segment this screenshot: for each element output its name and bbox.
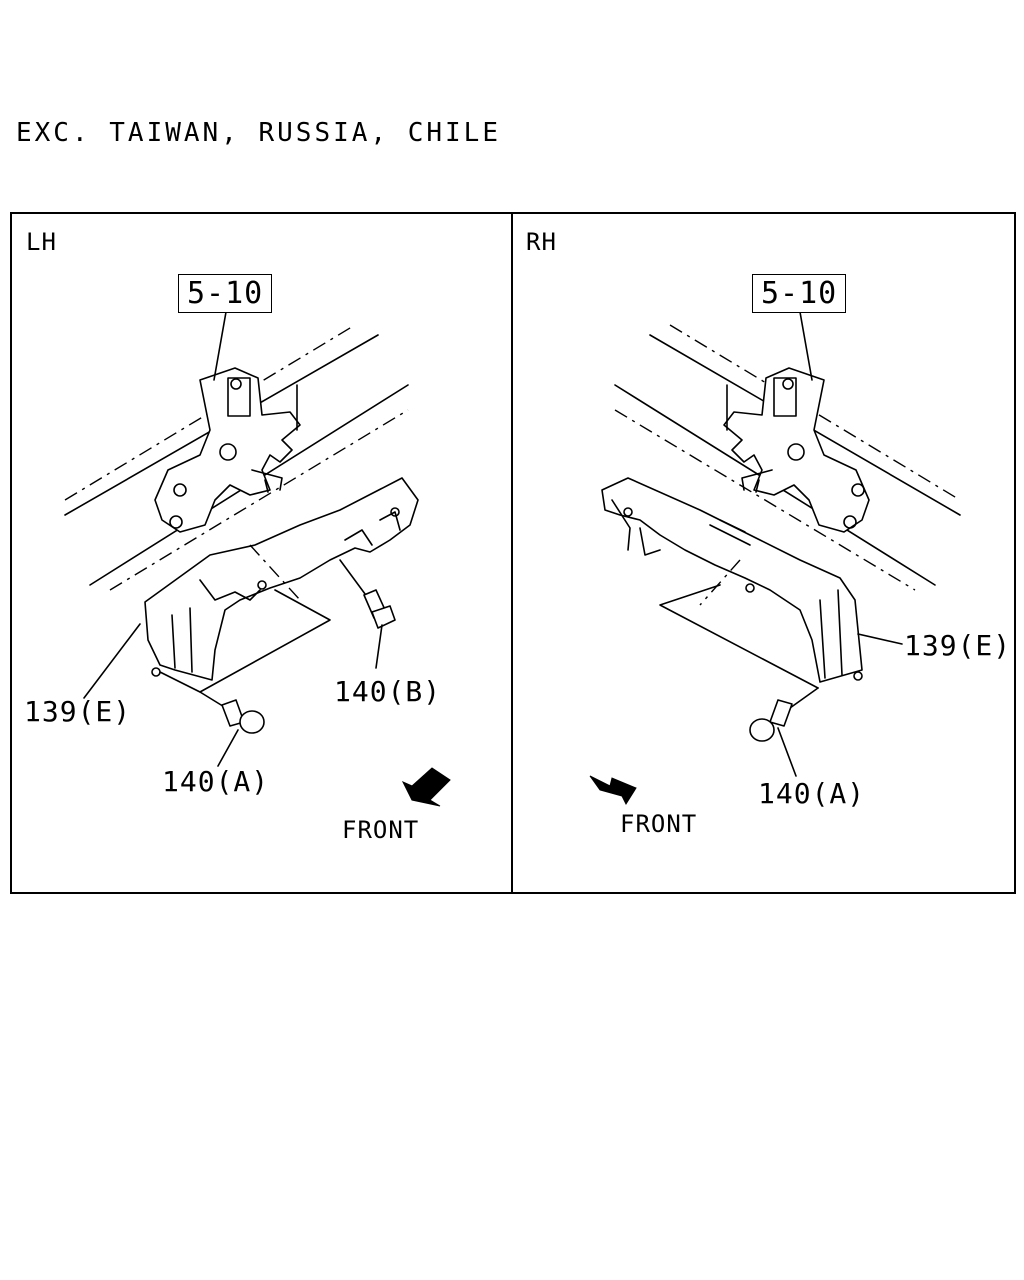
lh-ref-leader (213, 311, 227, 381)
rh-front-label: FRONT (620, 810, 698, 838)
rh-side-label: RH (526, 228, 557, 256)
rh-callout-bolt-a: 140(A) (758, 777, 866, 810)
arrow-down-left-icon (401, 767, 451, 807)
lh-callout-bracket: 139(E) (24, 695, 132, 728)
rh-ref-leader (799, 311, 813, 381)
rh-bracket-leader (857, 633, 903, 645)
rh-bracket (601, 477, 863, 689)
lh-bolt-a (199, 691, 265, 767)
lh-engine-mount (154, 367, 301, 533)
rh-callout-bracket: 139(E) (904, 629, 1012, 662)
lh-bracket (144, 477, 419, 693)
rh-engine-mount (723, 367, 870, 533)
panel-divider (511, 212, 513, 892)
page-heading: EXC. TAIWAN, RUSSIA, CHILE (16, 118, 501, 148)
lh-front-label: FRONT (342, 816, 420, 844)
rh-bolt-a (749, 687, 819, 777)
lh-bracket-leader (83, 623, 141, 699)
lh-side-label: LH (26, 228, 57, 256)
rh-ref-box: 5-10 (752, 274, 847, 313)
arrow-down-right-icon (589, 775, 637, 806)
lh-callout-bolt-a: 140(A) (162, 765, 270, 798)
lh-bolt-b (339, 559, 396, 669)
lh-callout-bolt-b: 140(B) (334, 675, 442, 708)
diagram-frame (10, 212, 1016, 894)
lh-ref-box: 5-10 (178, 274, 273, 313)
